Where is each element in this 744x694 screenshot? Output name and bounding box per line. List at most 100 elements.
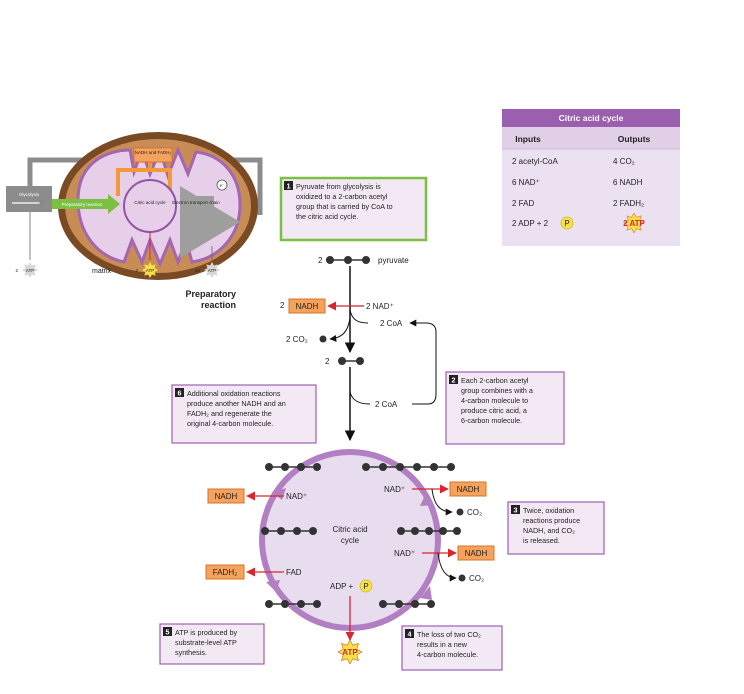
table-output-4: 2 ATP: [623, 219, 645, 228]
atp-right-count: 34: [195, 268, 201, 273]
cycle-arrowhead-4: [272, 488, 286, 500]
table-header-row: [502, 127, 680, 149]
step-5-callout: 5 ATP is produced by substrate-level ATP…: [159, 623, 265, 665]
mini-cycle-label: Citric acid cycle: [134, 200, 166, 205]
etc-label-bg: [180, 196, 214, 216]
step-4-line-1: The loss of two CO₂: [417, 630, 481, 639]
table-input-1: 2 acetyl-CoA: [512, 157, 558, 166]
glycolysis-connector: [27, 157, 96, 186]
step-4-line-3: 4-carbon molecule.: [417, 650, 478, 659]
step-1-number: 1: [287, 182, 291, 191]
cycle-nadh-right-1-box: [449, 481, 487, 497]
cycle-nad-left: NAD⁺: [286, 492, 307, 501]
step-4-callout: 4 The loss of two CO₂ results in a new 4…: [401, 625, 503, 671]
prep-co2-dot: [319, 335, 327, 343]
cycle-adp: ADP +: [330, 582, 354, 591]
step-1-badge: [284, 181, 293, 190]
step-6-number: 6: [178, 389, 182, 398]
cycle-arrowhead-3: [266, 580, 280, 592]
acetyl-count: 2: [325, 357, 330, 366]
prep-nadh-label: NADH: [296, 302, 319, 311]
step-5-line-1: ATP is produced by: [175, 628, 237, 637]
molecule-4c-left: [261, 527, 317, 535]
step-1-line-4: the citric acid cycle.: [296, 212, 358, 221]
step-6-badge: [175, 388, 184, 397]
etc-label: Electron transport chain: [172, 200, 220, 205]
step-6-box: [171, 384, 317, 444]
atp-left-label: ATP: [26, 268, 34, 273]
cycle-arrowhead-1: [420, 495, 434, 506]
orange-routing: [116, 162, 172, 196]
step-4-line-2: results in a new: [417, 640, 468, 649]
molecule-4c-bottom-left: [265, 600, 321, 608]
step-3-line-3: NADH, and CO₂: [523, 526, 575, 535]
step-5-number: 5: [166, 628, 170, 637]
cycle-nadh-right-1-label: NADH: [457, 485, 480, 494]
coa-recycle-loop: [412, 322, 437, 405]
table-col-inputs: Inputs: [515, 134, 541, 144]
cycle-nad-right-1: NAD⁺: [384, 485, 405, 494]
acetyl-carbon-2: [356, 357, 364, 365]
cycle-fad: FAD: [286, 568, 302, 577]
co2-release-2-arrow: [437, 552, 457, 582]
acetyl-carbon-1: [338, 357, 346, 365]
cycle-center-line-2: cycle: [341, 536, 360, 545]
prep-nadh-box: [288, 298, 326, 314]
electron-badge: [216, 179, 228, 191]
cycle-fadh2-label: FADH₂: [213, 568, 237, 577]
step-4-box: [401, 625, 503, 671]
step-1-line-2: oxidized to a 2-carbon acetyl: [296, 192, 388, 201]
matrix-label: matrix: [92, 268, 112, 275]
atp-mid-count: 2: [135, 268, 138, 273]
table-title-bar: [502, 109, 680, 127]
cycle-atp-label: ATP: [342, 648, 358, 657]
table-output-3: 2 FADH₂: [613, 199, 644, 208]
step-1-line-3: group that is carried by CoA to: [296, 202, 393, 211]
atp-mid-label: ATP: [146, 268, 154, 273]
prep-coa-out: 2 CoA: [375, 400, 398, 409]
prep-title-line-1: Preparatory: [185, 289, 236, 299]
prep-reaction-arrow: [52, 194, 120, 214]
step-2-line-1: Each 2-carbon acetyl: [461, 376, 529, 385]
prep-nad-plus: 2 NAD⁺: [366, 302, 394, 311]
step-2-line-2: group combines with a: [461, 386, 533, 395]
step-1-callout: 1 Pyruvate from glycolysis is oxidized t…: [279, 176, 428, 242]
cycle-arrowhead-2: [420, 586, 432, 600]
cycle-nadh-left-label: NADH: [215, 492, 238, 501]
table-output-2: 6 NADH: [613, 178, 643, 187]
co2-release-1-arrow: [431, 488, 453, 516]
step-3-badge: [511, 505, 520, 514]
table-title: Citric acid cycle: [559, 113, 624, 123]
co2-dot-1: [456, 508, 464, 516]
cycle-co2-2: CO₂: [469, 574, 484, 583]
molecule-4c-bottom-right: [379, 600, 435, 608]
prep-reaction-mini-label: Preparatory reaction: [62, 202, 103, 207]
nadh-fadh2-label: NADH and FADH₂: [135, 150, 172, 155]
prep-co2: 2 CO₂: [286, 335, 308, 344]
step-2-box: [445, 371, 565, 445]
cycle-nadh-right-2-box: [457, 545, 495, 561]
cycle-nadh-left-box: [207, 488, 245, 504]
molecule-6c-citric: [362, 463, 455, 471]
electron-label: e⁻: [220, 183, 226, 188]
step-6-line-2: produce another NADH and an: [187, 399, 286, 408]
cycle-phosphate-circle: [359, 579, 373, 593]
pyruvate-label: pyruvate: [378, 256, 409, 265]
step-5-box: [159, 623, 265, 665]
step-2-line-3: 4-carbon molecule to: [461, 396, 528, 405]
cycle-center-line-1: Citric acid: [332, 525, 367, 534]
step-2-line-5: 6-carbon molecule.: [461, 416, 522, 425]
step-6-line-4: original 4-carbon molecule.: [187, 419, 273, 428]
step-4-number: 4: [408, 630, 412, 639]
table-phosphate-circle: [560, 216, 574, 230]
cycle-fadh2-box: [205, 564, 245, 580]
molecule-5c: [397, 527, 461, 535]
step-1-line-1: Pyruvate from glycolysis is: [296, 182, 381, 191]
cycle-nad-right-2: NAD⁺: [394, 549, 415, 558]
cycle-phosphate-label: P: [363, 582, 368, 591]
prep-coa-in: 2 CoA: [380, 319, 403, 328]
co2-release-arrow: [329, 317, 351, 342]
nadh-fadh2-box: [133, 147, 173, 163]
step-3-line-1: Twice, oxidation: [523, 506, 574, 515]
